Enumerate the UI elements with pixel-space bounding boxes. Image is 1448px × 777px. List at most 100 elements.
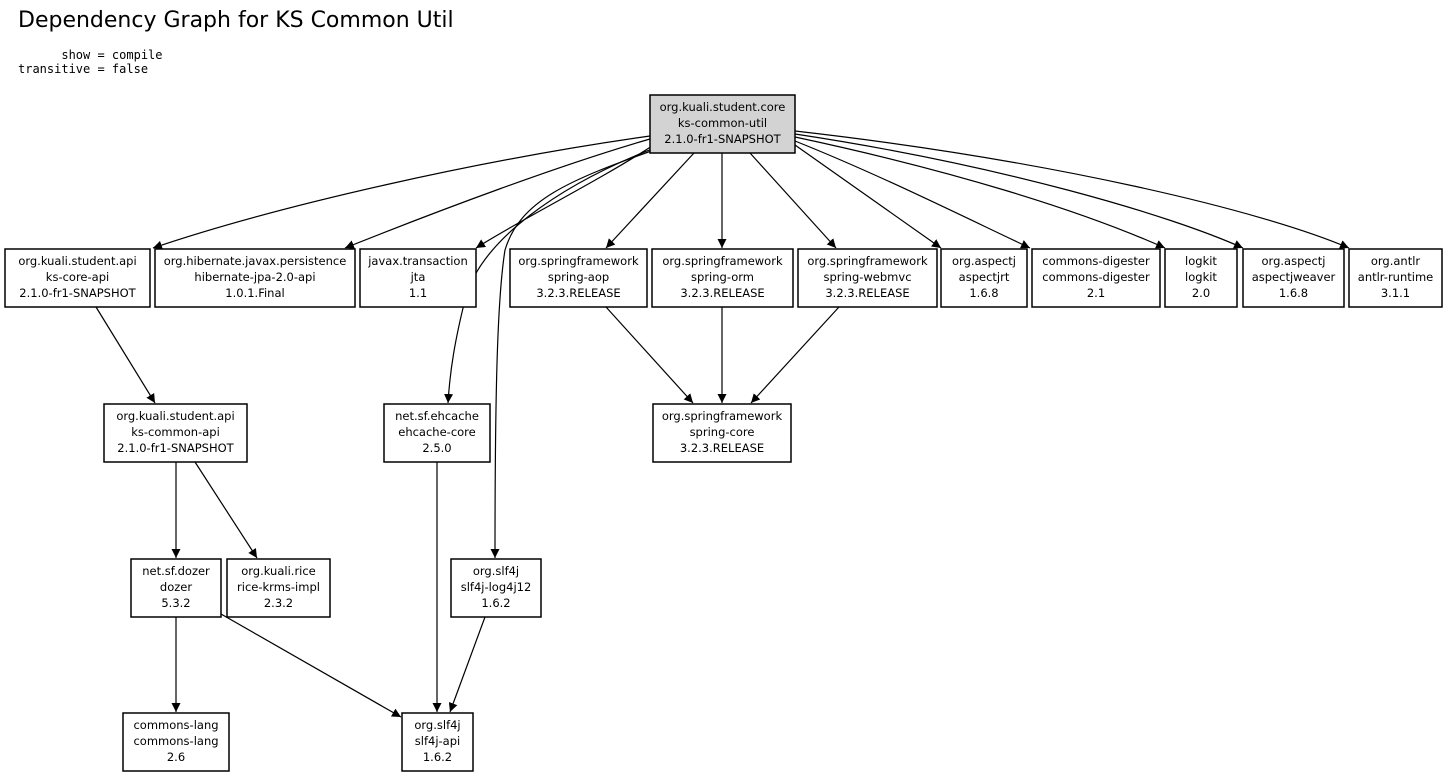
node-box — [1164, 248, 1238, 308]
node-hibernate-jpa: org.hibernate.javax.persistence hibernate… — [154, 248, 356, 308]
node-group-label: org.slf4j — [414, 718, 460, 732]
node-group-label: org.hibernate.javax.persistence — [164, 254, 347, 268]
node-artifact-label: spring-webmvc — [823, 270, 911, 284]
node-version-label: 2.0 — [1192, 286, 1210, 300]
node-version-label: 1.1 — [409, 286, 427, 300]
node-box — [940, 248, 1028, 308]
node-root: org.kuali.student.core ks-common-util 2.1.… — [649, 94, 796, 154]
node-artifact-label: logkit — [1185, 270, 1217, 284]
node-spring-orm: org.springframeworkspring-orm3.2.3.RELEA… — [651, 248, 794, 308]
node-version-label: 2.1.0-fr1-SNAPSHOT — [19, 286, 136, 300]
edge-root-to-spring-aop — [605, 152, 695, 249]
node-artifact-label: hibernate-jpa-2.0-api — [194, 270, 315, 284]
node-version-label: 1.6.2 — [481, 596, 510, 610]
node-box — [651, 248, 794, 308]
graph-properties: show = compile transitive = false — [18, 48, 163, 76]
node-version-label: 3.2.3.RELEASE — [680, 441, 764, 455]
node-box — [122, 712, 230, 772]
node-artifact-label: commons-lang — [133, 734, 218, 748]
node-version-label: 2.1.0-fr1-SNAPSHOT — [664, 132, 781, 146]
node-box — [383, 403, 491, 463]
node-commons-digester: commons-digester commons-digester 2.1 — [1031, 248, 1161, 308]
node-commons-lang: commons-lang commons-lang 2.6 — [122, 712, 230, 772]
node-artifact-label: slf4j-api — [415, 734, 460, 748]
node-artifact-label: antlr-runtime — [1358, 270, 1433, 284]
node-version-label: 2.1 — [1087, 286, 1105, 300]
node-box — [1242, 248, 1345, 308]
node-group-label: org.springframework — [662, 254, 783, 268]
node-group-label: javax.transaction — [367, 254, 468, 268]
node-group-label: org.springframework — [662, 409, 783, 423]
node-version-label: 1.6.2 — [423, 750, 452, 764]
node-version-label: 1.6.8 — [969, 286, 998, 300]
node-slf4j-log4j12: org.slf4j slf4j-log4j12 1.6.2 — [450, 558, 542, 618]
node-version-label: 2.1.0-fr1-SNAPSHOT — [117, 441, 234, 455]
node-box — [154, 248, 356, 308]
node-box — [1031, 248, 1161, 308]
node-version-label: 1.6.8 — [1279, 286, 1308, 300]
node-group-label: net.sf.ehcache — [395, 409, 479, 423]
node-artifact-label: ehcache-core — [398, 425, 475, 439]
node-group-label: org.kuali.student.core — [660, 100, 786, 114]
node-jta: javax.transaction jta 1.1 — [359, 248, 477, 308]
edge-ks-common-api-to-rice-krms — [194, 461, 258, 559]
edge-root-to-aspectjrt — [794, 144, 942, 249]
node-ks-common-api: org.kuali.student.apiks-common-api2.1.0-… — [103, 403, 248, 463]
node-version-label: 2.6 — [167, 750, 185, 764]
edge-ks-core-api-to-ks-common-api — [95, 306, 156, 404]
edge-root-to-ks-core-api — [152, 135, 651, 250]
node-spring-core: org.springframework spring-core 3.2.3.RELE… — [652, 403, 792, 463]
node-slf4j-api: org.slf4j slf4j-api 1.6.2 — [401, 712, 474, 772]
node-box — [1348, 248, 1443, 308]
node-version-label: 2.5.0 — [422, 441, 451, 455]
node-logkit: logkit logkit 2.0 — [1164, 248, 1238, 308]
node-artifact-label: commons-digester — [1042, 270, 1150, 284]
node-version-label: 3.1.1 — [1381, 286, 1410, 300]
node-artifact-label: ks-core-api — [46, 270, 109, 284]
node-box — [649, 94, 796, 154]
node-artifact-label: ks-common-util — [678, 116, 767, 130]
node-version-label: 3.2.3.RELEASE — [825, 286, 909, 300]
property-show: show = compile — [18, 48, 163, 62]
edge-slf4j-log4j12-to-slf4j-api — [448, 616, 486, 713]
node-group-label: org.kuali.student.api — [18, 254, 136, 268]
node-artifact-label: slf4j-log4j12 — [461, 580, 532, 594]
node-group-label: commons-lang — [133, 718, 218, 732]
node-spring-aop: org.springframework spring-aop 3.2.3.RELEA… — [509, 248, 648, 308]
node-group-label: org.aspectj — [952, 254, 1016, 268]
edge-root-to-antlr — [794, 130, 1350, 249]
node-artifact-label: jta — [410, 270, 426, 284]
node-group-label: org.slf4j — [473, 564, 519, 578]
node-box — [359, 248, 477, 308]
node-artifact-label: spring-aop — [548, 270, 609, 284]
node-group-label: org.springframework — [518, 254, 639, 268]
node-group-label: logkit — [1185, 254, 1217, 268]
node-version-label: 5.3.2 — [161, 596, 190, 610]
node-ehcache: net.sf.ehcache ehcache-core 2.5.0 — [383, 403, 491, 463]
node-artifact-label: dozer — [160, 580, 192, 594]
node-artifact-label: ks-common-api — [131, 425, 220, 439]
edge-root-to-spring-webmvc — [749, 152, 837, 249]
node-version-label: 3.2.3.RELEASE — [536, 286, 620, 300]
node-group-label: org.aspectj — [1262, 254, 1326, 268]
edge-root-to-jta — [475, 145, 653, 249]
node-spring-webmvc: org.springframeworkspring-webmvc3.2.3.RE… — [797, 248, 938, 308]
node-group-label: org.kuali.rice — [241, 564, 316, 578]
node-artifact-label: spring-core — [690, 425, 755, 439]
edge-root-to-aspectjweaver — [794, 133, 1244, 249]
node-artifact-label: spring-orm — [691, 270, 754, 284]
node-artifact-label: rice-krms-impl — [237, 580, 320, 594]
node-ks-core-api: org.kuali.student.api ks-core-api 2.1.0-fr… — [4, 248, 151, 308]
node-artifact-label: aspectjweaver — [1252, 270, 1336, 284]
node-box — [509, 248, 648, 308]
node-group-label: commons-digester — [1042, 254, 1150, 268]
edge-spring-webmvc-to-spring-core — [750, 306, 840, 404]
node-box — [401, 712, 474, 772]
property-transitive: transitive = false — [18, 62, 149, 76]
node-box — [103, 403, 248, 463]
